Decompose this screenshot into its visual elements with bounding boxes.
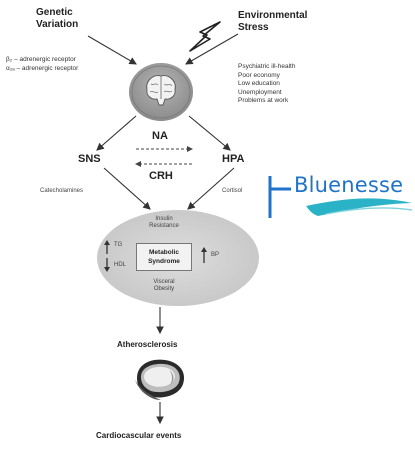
- bp-label: BP: [211, 252, 220, 258]
- stress-item: Psychiatric ill-health: [238, 63, 296, 70]
- tg-label: TG: [114, 242, 123, 248]
- artery-cross-section-icon: [135, 359, 185, 400]
- metabolic-syndrome-box: Metabolic Syndrome: [136, 243, 192, 271]
- arrow-stress-to-brain: [185, 33, 239, 65]
- stress-factors-list: Psychiatric ill-health Poor economy Low …: [238, 63, 295, 106]
- genetic-variation-list: β₂ – adrenergic receptor α₂ₐ – adrenergi…: [6, 56, 78, 73]
- arrow-genetic-to-brain: [87, 35, 137, 65]
- na-label: NA: [152, 130, 168, 142]
- tg-hdl-arrows: [104, 240, 110, 272]
- visceral-obesity-label: Visceral Obesity: [153, 279, 175, 292]
- crh-label: CRH: [149, 170, 173, 182]
- arrow-brain-to-sns: [96, 115, 137, 151]
- hpa-label: HPA: [222, 153, 245, 165]
- genetic-variation-title: Genetic Variation: [36, 7, 79, 30]
- genetic-item: α₂ₐ – adrenergic receptor: [6, 64, 79, 72]
- insulin-resistance-label: Insulin Resistance: [149, 216, 179, 229]
- arrow-sns-to-syndrome: [103, 167, 151, 210]
- cardiovascular-events-label: Cardiocascular events: [96, 431, 182, 440]
- brain-icon: [129, 63, 193, 121]
- environmental-stress-title: Environmental Stress: [238, 10, 308, 33]
- bluenesse-wordmark: Bluenesse: [294, 173, 404, 197]
- arrow-brain-to-hpa: [188, 115, 231, 151]
- stress-item: Unemployment: [238, 88, 282, 96]
- atherosclerosis-label: Atherosclerosis: [117, 340, 178, 349]
- bp-up-arrow: [201, 247, 207, 263]
- stress-item: Problems at work: [238, 97, 289, 104]
- stress-item: Low education: [238, 80, 280, 87]
- catecholamines-label: Catecholamines: [40, 188, 84, 194]
- bluenesse-logo: Bluenesse: [266, 170, 415, 224]
- cortisol-label: Cortisol: [222, 188, 243, 194]
- sns-label: SNS: [78, 153, 101, 165]
- lightning-bolt-icon: [189, 21, 221, 52]
- stress-item: Poor economy: [238, 71, 280, 79]
- bluenesse-mark: [268, 176, 413, 218]
- genetic-item: β₂ – adrenergic receptor: [6, 56, 76, 63]
- arrow-hpa-to-syndrome: [187, 167, 235, 210]
- hdl-label: HDL: [114, 262, 127, 268]
